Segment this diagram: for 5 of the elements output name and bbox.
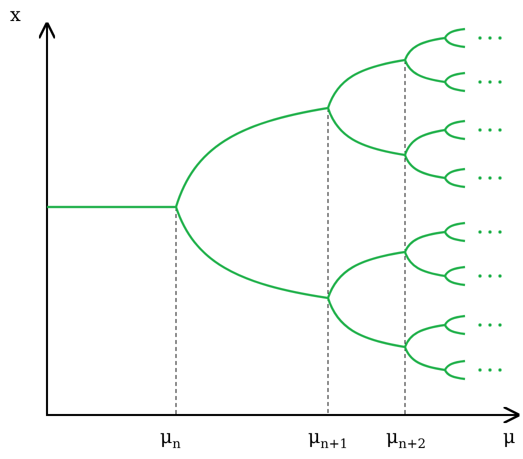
axis-label: μ$_{n}$ (160, 428, 181, 451)
axis-label: μ (503, 428, 516, 447)
axis-label: μ$_{n+1}$ (308, 428, 348, 451)
axis-label: x (10, 6, 21, 25)
axis-label: μ$_{n+2}$ (386, 428, 426, 451)
